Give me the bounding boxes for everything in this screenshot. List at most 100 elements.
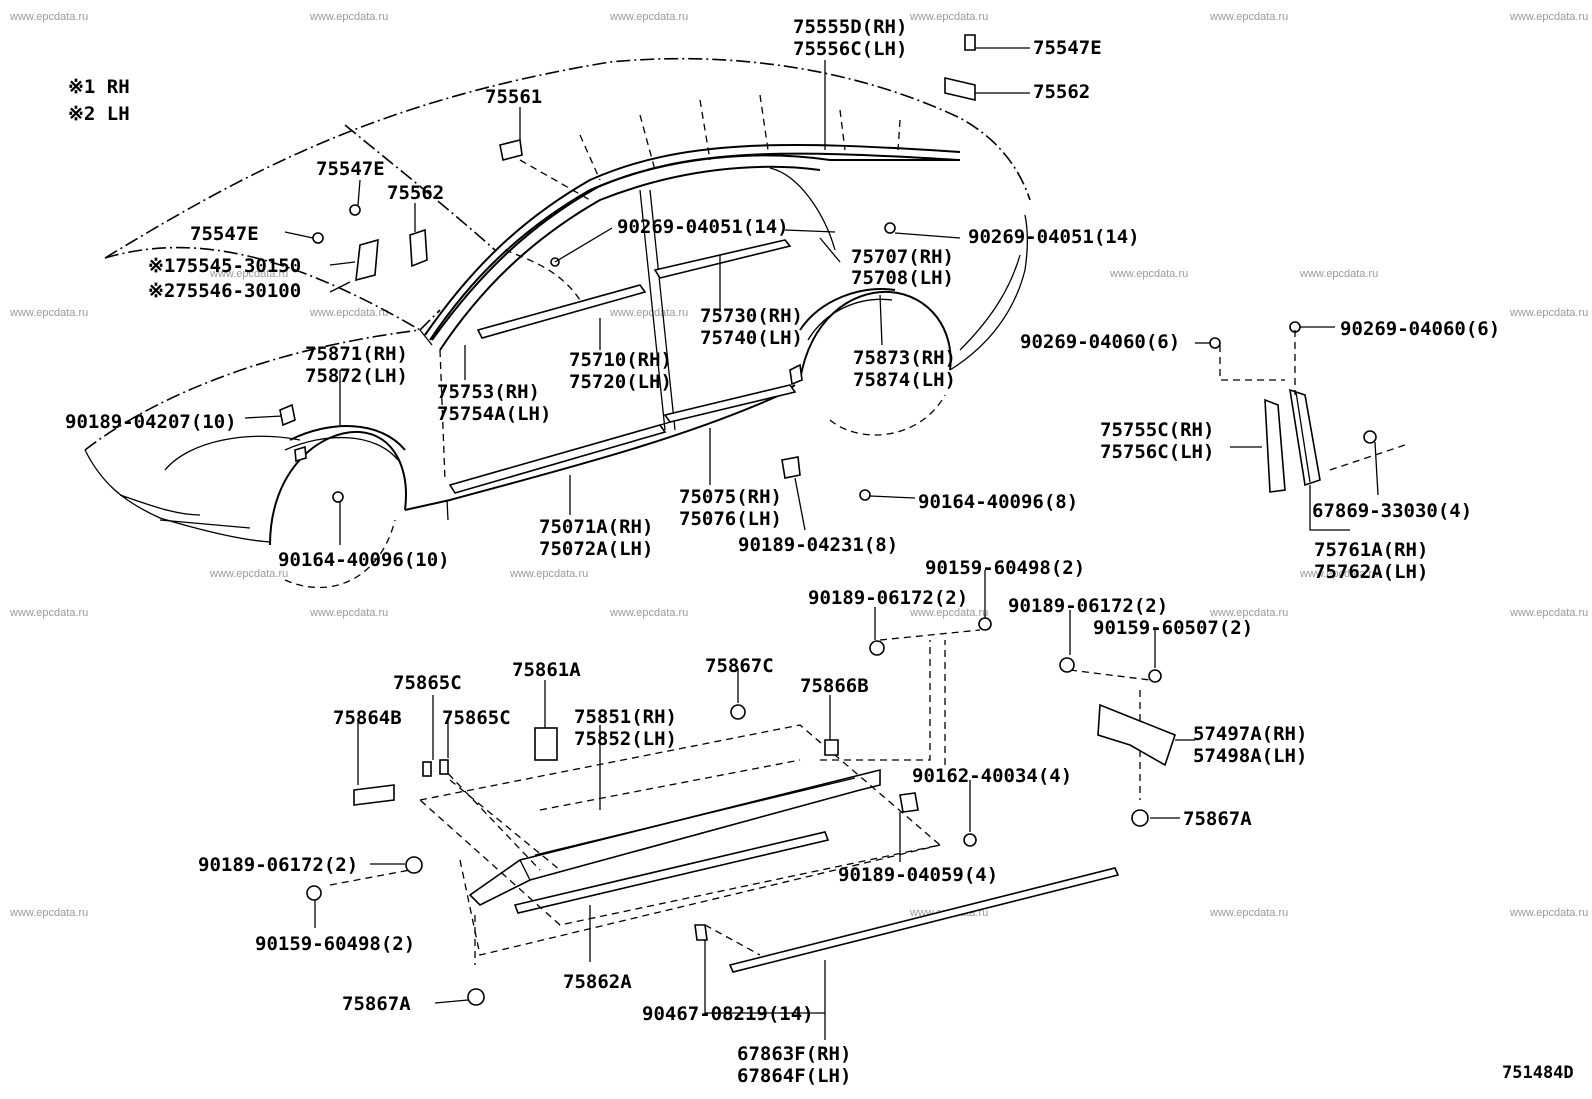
screw-90269-icon [884,222,896,234]
label-75720: 75720(LH) [569,371,672,393]
label-75707: 75707(RH) [851,246,954,268]
label-75547e-top: 75547E [1033,37,1102,59]
label-75708: 75708(LH) [851,267,954,289]
watermark-text: www.epcdata.ru [9,607,88,619]
label-75874: 75874(LH) [853,369,956,391]
label-75862a: 75862A [563,971,632,993]
label-75071a: 75071A(RH) [539,516,653,538]
clip-75562-icon [409,228,428,268]
front-door-side-molding [448,424,667,494]
label-75754a: 75754A(LH) [437,403,551,425]
pillar-garnish-75761a [1289,388,1321,487]
label-75730: 75730(RH) [700,305,803,327]
label-75762a: 75762A(LH) [1314,561,1428,583]
label-90269-04051-b: 90269-04051(14) [968,226,1140,248]
clip-75867c-icon [730,704,746,720]
label-75865c-b: 75865C [442,707,511,729]
legend-rh: ※1 RH [68,76,130,98]
label-75753: 75753(RH) [437,381,540,403]
label-90189-04059: 90189-04059(4) [838,864,998,886]
label-75851: 75851(RH) [574,706,677,728]
label-67869-33030: 67869-33030(4) [1312,500,1472,522]
label-90159-60498-top: 90159-60498(2) [925,557,1085,579]
label-90159-60507: 90159-60507(2) [1093,617,1253,639]
watermark-text: www.epcdata.ru [1509,11,1588,23]
watermark-text: www.epcdata.ru [309,11,388,23]
label-75867c: 75867C [705,655,774,677]
rear-door-belt-molding [653,239,792,279]
watermark-text: www.epcdata.ru [9,307,88,319]
screw-90269-04060-icon [1209,337,1221,349]
clip-75866b-icon [824,739,839,756]
label-75555d: 75555D(RH) [793,16,907,38]
clip-90189-04231-icon [781,456,801,479]
rocker-molding-75862a [513,831,830,914]
watermarks: www.epcdata.ru www.epcdata.ru www.epcdat… [9,11,1588,919]
pillar-garnish-group [1209,321,1406,493]
clip-90189-06172-a-icon [869,640,885,656]
screw-90159-60498-top-icon [978,617,992,631]
screw-90164-8-icon [859,489,871,501]
watermark-text: www.epcdata.ru [609,307,688,319]
label-90164-40096-8: 90164-40096(8) [918,491,1078,513]
label-75755c: 75755C(RH) [1100,419,1214,441]
label-90162-40034: 90162-40034(4) [912,765,1072,787]
part-labels: 75555D(RH) 75556C(LH) 75547E 75562 75561… [65,16,1574,1087]
rear-door-side-molding [663,384,797,423]
label-75756c: 75756C(LH) [1100,441,1214,463]
label-75072a: 75072A(LH) [539,538,653,560]
watermark-text: www.epcdata.ru [1509,607,1588,619]
clip-75562-top-icon [944,76,976,102]
watermark-text: www.epcdata.ru [1209,607,1288,619]
clip-75861a-icon [534,727,558,761]
watermark-text: www.epcdata.ru [1209,11,1288,23]
label-90189-04231: 90189-04231(8) [738,534,898,556]
clip-75545-icon [355,238,379,282]
clip-75865c-icon [439,759,449,775]
clip-90189-04059-icon [899,792,919,813]
label-75873: 75873(RH) [853,347,956,369]
watermark-text: www.epcdata.ru [1509,307,1588,319]
screw-90164-icon [332,491,344,503]
label-75761a: 75761A(RH) [1314,539,1428,561]
label-90189-06172-a: 90189-06172(2) [808,587,968,609]
clip-90189-06172-b-icon [1059,657,1075,673]
rear-fender-molding [799,288,896,341]
label-90269-04051-a: 90269-04051(14) [617,216,789,238]
label-90269-04060-b: 90269-04060(6) [1340,318,1500,340]
screw-75547e-icon [349,204,361,216]
label-90189-04207: 90189-04207(10) [65,411,237,433]
label-67863f: 67863F(RH) [737,1043,851,1065]
label-75546-30100: ※275546-30100 [148,280,301,302]
watermark-text: www.epcdata.ru [1209,907,1288,919]
clip-front-icon [294,445,307,463]
watermark-text: www.epcdata.ru [609,607,688,619]
label-75075: 75075(RH) [679,486,782,508]
clip-75867a-bottom-icon [467,988,485,1006]
label-75861a: 75861A [512,659,581,681]
screw-90159-60507-icon [1148,669,1162,683]
side-molding-67863f [728,867,1120,973]
label-90164-40096-10: 90164-40096(10) [278,549,450,571]
watermark-text: www.epcdata.ru [309,307,388,319]
label-75864b: 75864B [333,707,402,729]
label-75865c-a: 75865C [393,672,462,694]
clip-75864b-icon [353,784,395,806]
watermark-text: www.epcdata.ru [9,11,88,23]
label-75545-30150: ※175545-30150 [148,255,301,277]
watermark-text: www.epcdata.ru [1109,268,1188,280]
label-75556c: 75556C(LH) [793,38,907,60]
label-75867a-right: 75867A [1183,808,1252,830]
watermark-text: www.epcdata.ru [9,907,88,919]
label-75852: 75852(LH) [574,728,677,750]
screw-75547e-icon [312,232,324,244]
clip-rear-icon [789,363,803,386]
label-90189-06172-b: 90189-06172(2) [1008,595,1168,617]
label-75547e-b: 75547E [190,223,259,245]
label-67864f: 67864F(LH) [737,1065,851,1087]
label-75740: 75740(LH) [700,327,803,349]
label-57497a: 57497A(RH) [1193,723,1307,745]
watermark-text: www.epcdata.ru [209,568,288,580]
car-body-outline [84,57,1031,589]
clip-75561-icon [499,139,523,161]
